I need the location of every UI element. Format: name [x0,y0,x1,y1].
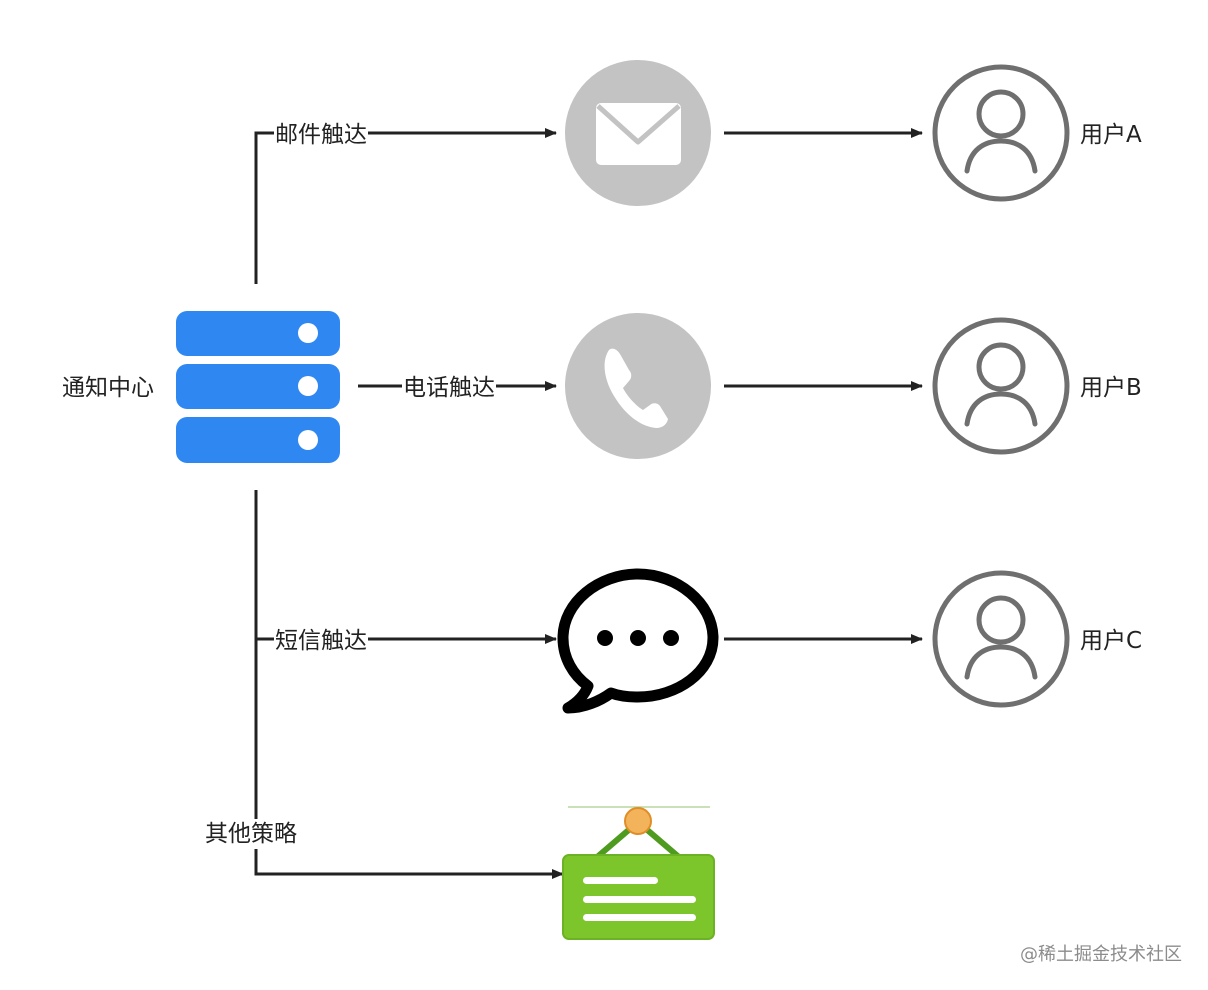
user-label-c: 用户C [1080,628,1143,654]
connectors [254,128,923,879]
user-label-a: 用户A [1080,122,1142,148]
envelope-icon [565,60,711,206]
edge-other [254,639,564,879]
edge-label-phone: 电话触达 [402,373,496,403]
user-b-icon [932,317,1070,455]
watermark: @稀土掘金技术社区 [1020,944,1182,965]
user-a-icon [932,64,1070,202]
user-label-b: 用户B [1080,375,1142,401]
server-icon [176,311,340,463]
chat-bubble-icon [557,568,719,714]
edge-email [254,128,557,284]
hanging-sign-icon [562,806,715,940]
hub-label: 通知中心 [62,375,154,401]
edge-label-email: 邮件触达 [274,120,368,150]
phone-icon [565,313,711,459]
edge-label-other: 其他策略 [204,819,298,849]
edge-sms [254,490,557,644]
user-c-icon [932,570,1070,708]
edge-label-sms: 短信触达 [274,626,368,656]
